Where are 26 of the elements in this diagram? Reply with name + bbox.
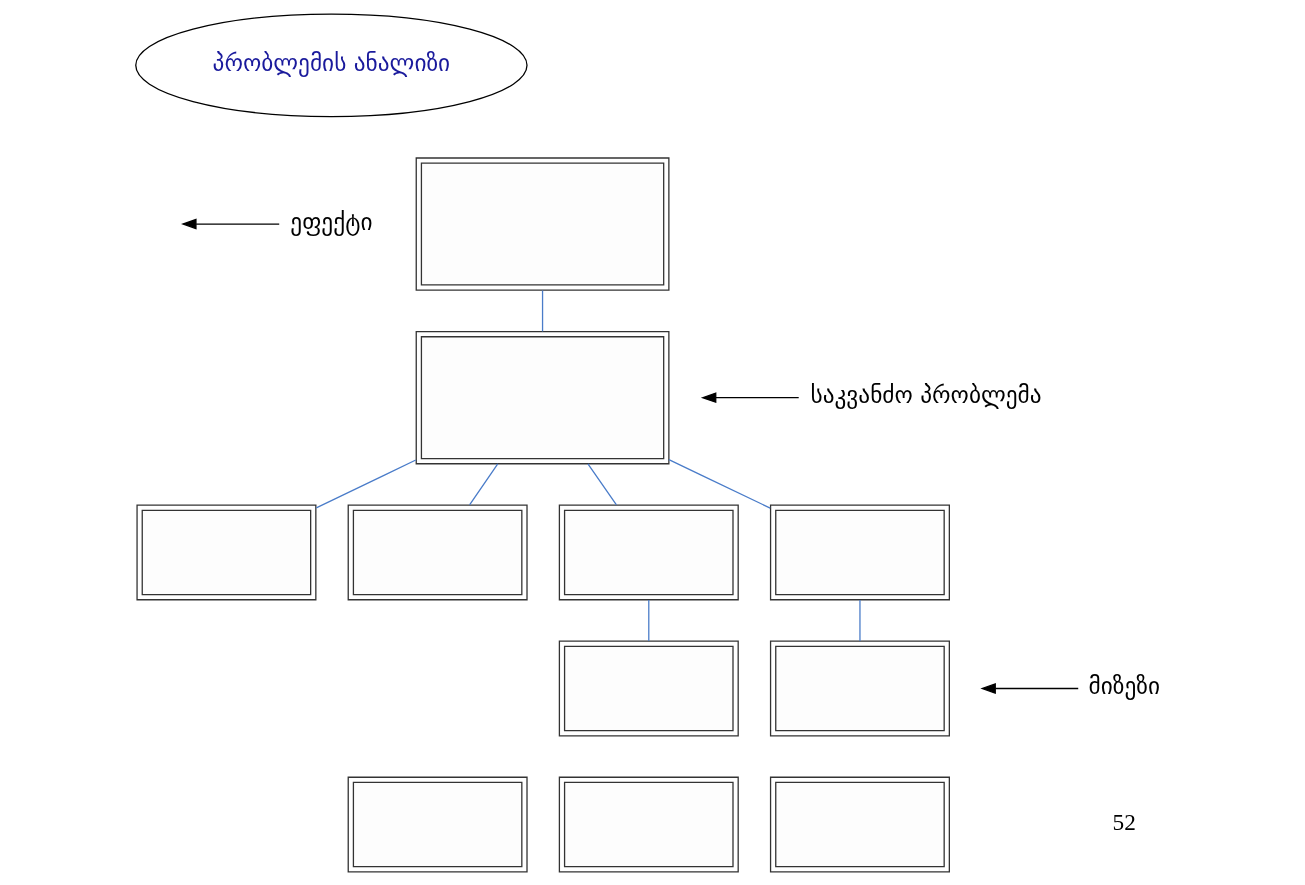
arrow	[979, 682, 1079, 694]
node-box	[415, 330, 669, 464]
node-box	[769, 504, 950, 600]
connector	[468, 462, 498, 505]
node-text: მიზეზი	[1088, 671, 1160, 699]
arrow	[180, 218, 280, 229]
connector	[858, 598, 861, 642]
label: 52	[1112, 808, 1136, 835]
connector	[647, 598, 649, 642]
node-text: საკვანძო პრობლემა	[809, 380, 1042, 408]
connector	[315, 458, 416, 509]
node-box	[558, 640, 739, 736]
node-box	[558, 776, 739, 872]
node-box	[347, 504, 528, 600]
node-box	[347, 776, 528, 872]
node-text: ეფექტი	[289, 207, 372, 235]
connector	[586, 462, 617, 505]
connector	[667, 458, 771, 509]
node-box	[558, 504, 739, 600]
node-box	[769, 640, 950, 736]
node-box	[769, 776, 950, 872]
node-box	[415, 156, 669, 291]
connector	[541, 289, 543, 332]
node-box	[135, 504, 316, 600]
arrow	[700, 391, 799, 403]
node-ellipse: პრობლემის ანალიზი	[134, 13, 528, 117]
